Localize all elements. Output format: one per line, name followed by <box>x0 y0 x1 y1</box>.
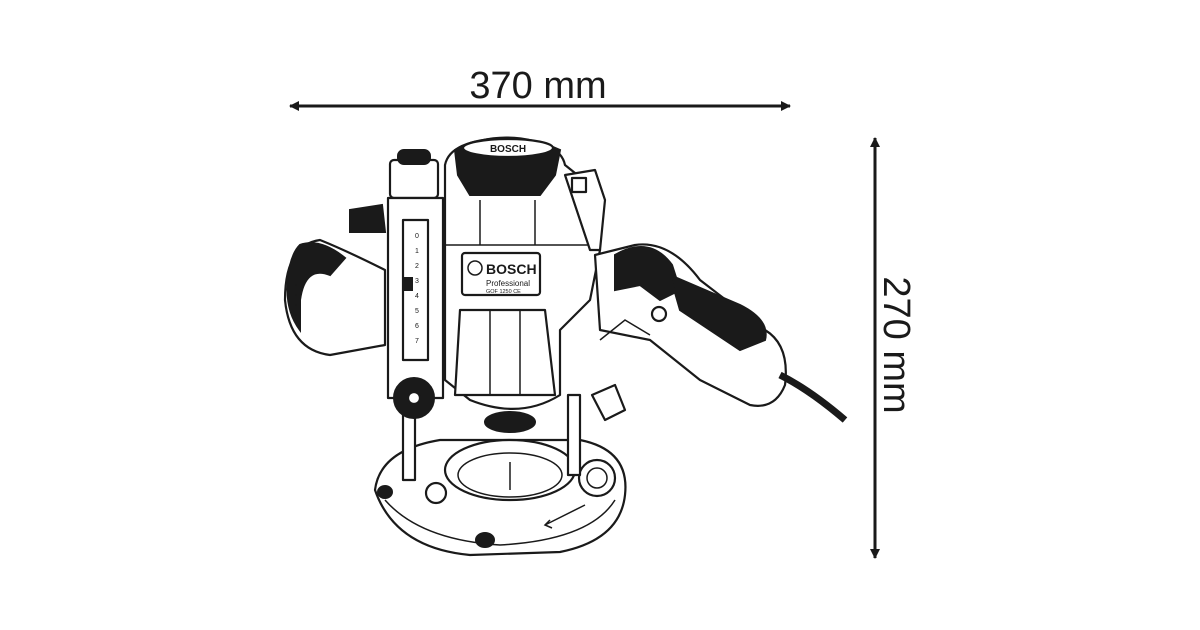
width-label: 370 mm <box>469 65 606 107</box>
scale-2: 2 <box>415 263 419 270</box>
top-brand: BOSCH <box>490 144 526 155</box>
height-label: 270 mm <box>875 276 917 413</box>
depth-marker <box>404 277 413 291</box>
scale-0: 0 <box>415 233 419 240</box>
power-cord <box>778 371 848 423</box>
scale-3: 3 <box>415 278 419 285</box>
model-name: GOF 1250 CE <box>486 289 521 295</box>
brand-label: BOSCH Professional GOF 1250 CE <box>460 251 542 297</box>
scale-7: 7 <box>415 338 419 345</box>
router-illustration: 0 1 2 3 4 5 6 7 BOSCH BOSCH Pro <box>283 136 848 557</box>
base-knob <box>577 458 617 498</box>
scale-6: 6 <box>415 323 419 330</box>
width-dimension: 370 mm <box>289 65 791 111</box>
handle-button <box>650 305 668 323</box>
height-dimension: 270 mm <box>870 137 917 559</box>
base-lever <box>424 481 448 505</box>
left-grip-dots <box>293 282 299 318</box>
collet <box>484 411 536 433</box>
brand-name: BOSCH <box>486 261 537 277</box>
brand-line: Professional <box>486 279 530 288</box>
depth-stop: 0 1 2 3 4 5 6 7 <box>386 149 445 419</box>
scale-1: 1 <box>415 248 419 255</box>
right-grip <box>668 273 767 352</box>
scale-5: 5 <box>415 308 419 315</box>
scale-4: 4 <box>415 293 419 300</box>
